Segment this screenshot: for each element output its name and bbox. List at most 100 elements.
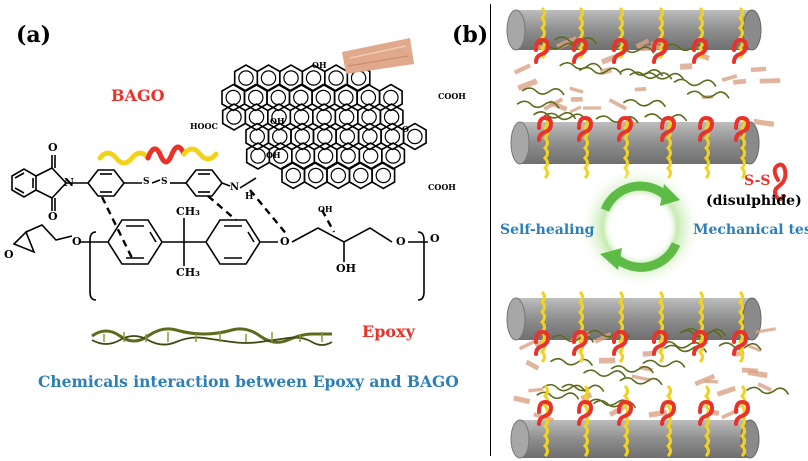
- go-ring: [371, 161, 396, 190]
- go-o-epoxide: O: [402, 124, 409, 134]
- disulphide-note: (disulphide): [706, 193, 802, 209]
- go-flake: [635, 38, 650, 49]
- go-flake: [716, 385, 737, 397]
- self-healing-label: Self-healing: [500, 222, 595, 238]
- yellow-linker: [665, 116, 672, 180]
- atom-s1: S: [143, 177, 150, 187]
- go-flake: [569, 105, 582, 114]
- ss-bond: [572, 329, 589, 356]
- atom-o-top: O: [48, 141, 58, 154]
- epoxy-chain: [534, 42, 578, 51]
- ss-bond: [698, 399, 715, 426]
- go-ring-bond: [328, 70, 344, 86]
- yellow-linker: [582, 116, 589, 180]
- go-oh-center: OH: [270, 116, 285, 126]
- ss-bond: [692, 37, 709, 64]
- ss-bond: [732, 37, 749, 64]
- ss-bond: [572, 37, 589, 64]
- atom-o-ether2: O: [396, 235, 406, 248]
- epoxy-chain: [622, 99, 667, 108]
- go-flake: [513, 395, 531, 405]
- disulphide-symbol: [772, 162, 788, 201]
- ss-bond: [612, 37, 629, 64]
- yellow-linker: [697, 290, 704, 364]
- bottom-assembly: [506, 290, 790, 459]
- ss-bond: [577, 115, 594, 142]
- ss-bond: [660, 115, 677, 142]
- go-ring-bond: [375, 167, 392, 184]
- epoxy-chain: [561, 383, 605, 393]
- ss-bond: [660, 399, 677, 426]
- go-ring: [378, 83, 403, 112]
- cylinder-body: [520, 122, 750, 164]
- epoxy-chain: [521, 87, 565, 96]
- epoxy-chain: [660, 341, 704, 350]
- go-ring-bond: [285, 167, 302, 184]
- yellow-linker: [617, 6, 624, 60]
- cycle-arrows: [578, 165, 702, 289]
- epoxy-chain: [686, 90, 730, 99]
- epoxy-chain: [619, 377, 663, 386]
- go-ring-bond: [238, 70, 254, 86]
- ss-bond: [692, 329, 709, 356]
- go-flake: [593, 332, 612, 344]
- epoxy-chain: [533, 111, 577, 120]
- epoxy-chain: [746, 386, 790, 395]
- atom-s2: S: [161, 177, 168, 187]
- ss-bond: [734, 399, 751, 426]
- yellow-linker: [703, 384, 710, 458]
- go-ring-bond: [283, 70, 299, 86]
- go-flake: [634, 86, 647, 92]
- ss-bond: [698, 115, 715, 142]
- go-flake: [525, 359, 540, 371]
- epoxy-chain: [678, 329, 723, 338]
- atom-o-epoxide: O: [4, 248, 14, 261]
- go-flake: [642, 350, 655, 357]
- go-flake: [704, 379, 719, 384]
- go-ring-bond: [305, 70, 322, 86]
- bago-molecule: [11, 155, 257, 211]
- yellow-linker: [622, 384, 629, 458]
- epoxy-strand: [91, 327, 333, 346]
- go-flake: [759, 78, 781, 84]
- go-ring-bond: [226, 109, 242, 125]
- yellow-linker: [542, 116, 549, 180]
- go-ring: [402, 122, 427, 151]
- go-flake: [679, 63, 693, 70]
- epoxy-chain: [610, 365, 654, 374]
- go-ring-bond: [385, 148, 401, 164]
- go-ring-bond: [330, 167, 347, 184]
- yellow-linker: [739, 384, 746, 458]
- ss-bond: [537, 115, 554, 142]
- yellow-linker: [737, 6, 744, 60]
- epoxy-chain: [611, 45, 655, 54]
- yellow-linker: [539, 290, 546, 364]
- go-flake: [600, 54, 616, 65]
- go-flake: [518, 339, 536, 351]
- ss-bond: [612, 329, 629, 356]
- hydrogen-bonds: [100, 189, 336, 259]
- ss-bond: [577, 399, 594, 426]
- go-ring-bond: [295, 148, 311, 164]
- ss-bond: [534, 37, 551, 64]
- atom-h-amine: H: [245, 192, 254, 202]
- ss-bond: [734, 115, 751, 142]
- cylinder-body: [520, 420, 750, 458]
- epoxy-chain: [595, 115, 639, 124]
- yellow-linker: [542, 384, 549, 458]
- go-ring-bond: [272, 148, 289, 164]
- yellow-linker: [657, 290, 664, 364]
- go-flake: [753, 118, 775, 127]
- panel-a-label: (a): [16, 22, 52, 48]
- go-flake: [608, 98, 628, 111]
- panel-divider: [490, 4, 491, 456]
- go-ring-bond: [308, 167, 324, 184]
- yellow-linker: [577, 6, 584, 60]
- cylinder-cap: [506, 9, 526, 51]
- go-flake: [513, 63, 532, 75]
- atom-n-imide: N: [64, 176, 75, 189]
- go-flake: [583, 106, 602, 110]
- atom-o-bottom: O: [48, 210, 58, 223]
